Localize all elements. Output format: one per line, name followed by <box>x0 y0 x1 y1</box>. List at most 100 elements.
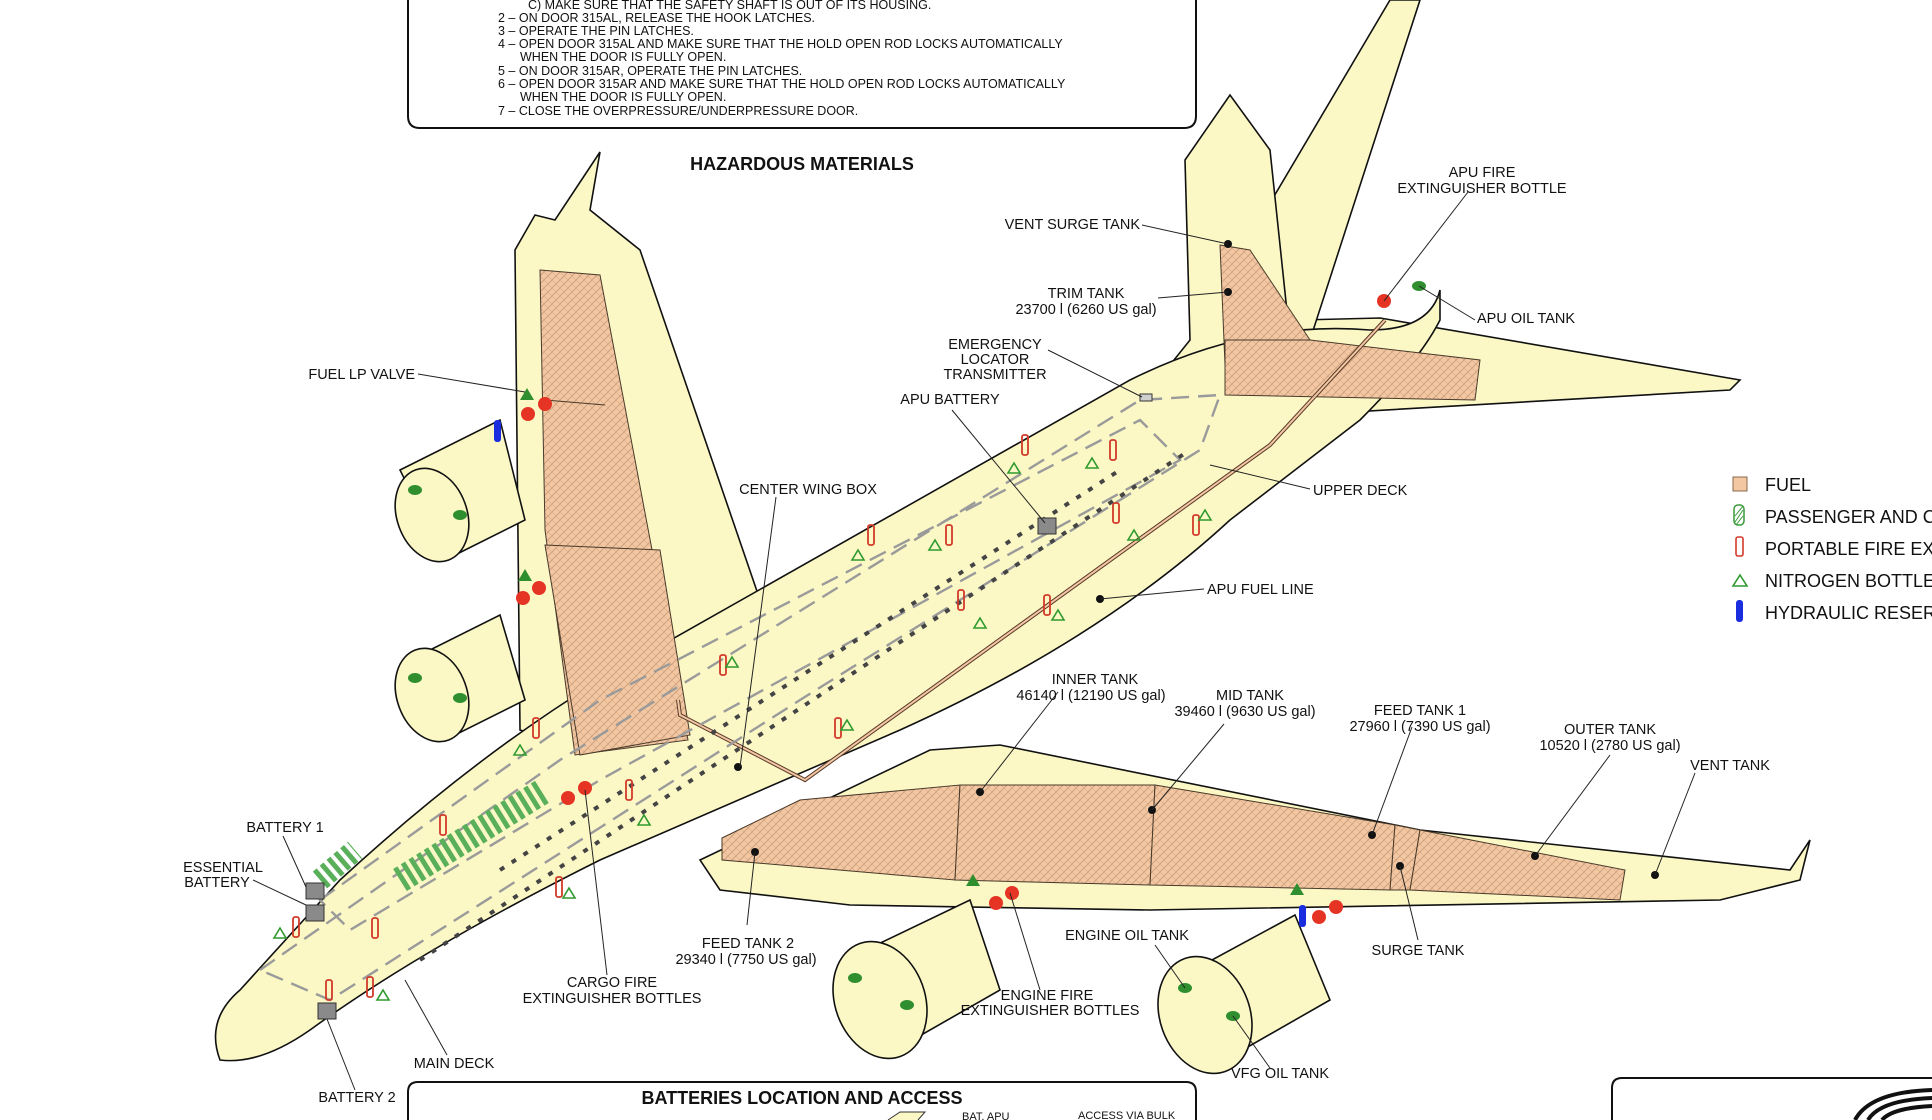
label-trim-tank: TRIM TANK <box>1048 286 1125 302</box>
label-essential-battery: ESSENTIAL <box>183 860 263 876</box>
legend-label-fuel: FUEL <box>1765 475 1811 495</box>
label-feed-tank-2-capacity: 29340 l (7750 US gal) <box>675 952 816 968</box>
label-engine-fire-extinguishers: ENGINE FIRE <box>1001 988 1094 1004</box>
label-surge-tank: SURGE TANK <box>1372 943 1465 959</box>
portable-extinguisher <box>957 589 965 611</box>
portable-extinguisher <box>555 876 563 898</box>
instruction-line: 2 – ON DOOR 315AL, RELEASE THE HOOK LATC… <box>498 11 815 25</box>
nitrogen-bottle-outline <box>850 548 866 561</box>
fire-bottle-dot <box>532 581 546 595</box>
nitrogen-bottle-outline <box>512 743 528 756</box>
hydraulic-reservoir-bar <box>1299 905 1306 927</box>
logo-swirl-icon <box>1853 1088 1932 1120</box>
leader-lines <box>252 191 1696 1091</box>
elt-box <box>1139 393 1153 402</box>
legend: FUEL PASSENGER AND CR PORTABLE FIRE EXT … <box>1731 475 1932 623</box>
label-inner-tank-capacity: 46140 l (12190 US gal) <box>1016 688 1165 704</box>
portable-extinguisher <box>366 976 374 998</box>
portable-extinguisher <box>719 654 727 676</box>
label-elt-1: EMERGENCY <box>948 337 1042 353</box>
legend-hydraulic-icon <box>1736 600 1743 622</box>
label-engine-oil-tank: ENGINE OIL TANK <box>1065 928 1189 944</box>
oil-tank-dot <box>848 973 862 983</box>
portable-extinguisher <box>1043 594 1051 616</box>
legend-fuel-swatch <box>1732 476 1748 492</box>
nitrogen-bottle-outline <box>724 655 740 668</box>
portable-extinguisher <box>867 524 875 546</box>
label-apu-oil-tank: APU OIL TANK <box>1477 311 1575 327</box>
instruction-line: WHEN THE DOOR IS FULLY OPEN. <box>520 90 726 104</box>
portable-extinguisher <box>625 779 633 801</box>
fire-bottle-dot <box>516 591 530 605</box>
portable-extinguisher <box>1109 439 1117 461</box>
instruction-line: WHEN THE DOOR IS FULLY OPEN. <box>520 50 726 64</box>
label-feed-tank-1-capacity: 27960 l (7390 US gal) <box>1349 719 1490 735</box>
instruction-line: 6 – OPEN DOOR 315AR AND MAKE SURE THAT T… <box>498 77 1066 91</box>
label-main-deck: MAIN DECK <box>414 1056 495 1072</box>
left-wing-tank-divider <box>544 399 606 406</box>
fire-bottle-dot <box>561 791 575 805</box>
label-feed-tank-1: FEED TANK 1 <box>1374 703 1466 719</box>
label-apu-fire-extinguisher-2: EXTINGUISHER BOTTLE <box>1397 181 1567 197</box>
nitrogen-bottle-outline <box>561 886 577 899</box>
label-apu-fire-extinguisher: APU FIRE <box>1449 165 1516 181</box>
legend-label-passenger-oxygen: PASSENGER AND CR <box>1765 507 1932 527</box>
engine-left-outer <box>394 418 526 563</box>
legend-label-hydraulic: HYDRAULIC RESERV <box>1765 603 1932 623</box>
bottom-panel-title: BATTERIES LOCATION AND ACCESS <box>641 1088 962 1108</box>
label-battery-2: BATTERY 2 <box>318 1090 395 1106</box>
label-cargo-fire-extinguishers: CARGO FIRE <box>567 975 658 991</box>
instructions-panel: C) MAKE SURE THAT THE SAFETY SHAFT IS OU… <box>407 0 1197 129</box>
label-cargo-fire-extinguishers-2: EXTINGUISHER BOTTLES <box>523 991 702 1007</box>
oil-tank-dot <box>408 673 422 683</box>
oil-tank-dot <box>453 693 467 703</box>
label-center-wing-box: CENTER WING BOX <box>739 482 877 498</box>
nitrogen-bottle-outline <box>839 718 855 731</box>
portable-extinguisher <box>292 916 300 938</box>
portable-extinguisher <box>945 524 953 546</box>
label-vent-surge-tank: VENT SURGE TANK <box>1005 217 1141 233</box>
fire-bottle-dot <box>1312 910 1326 924</box>
engine-right-inner <box>832 898 1001 1060</box>
legend-label-portable-extinguisher: PORTABLE FIRE EXT <box>1765 539 1932 559</box>
label-mid-tank-capacity: 39460 l (9630 US gal) <box>1174 704 1315 720</box>
portable-extinguisher <box>325 979 333 1001</box>
nitrogen-bottle-outline <box>272 926 288 939</box>
label-fuel-lp-valve: FUEL LP VALVE <box>308 367 415 383</box>
passenger-oxygen-bottle-group <box>312 778 552 892</box>
portable-extinguisher <box>371 917 379 939</box>
instruction-line: 7 – CLOSE THE OVERPRESSURE/UNDERPRESSURE… <box>498 104 858 118</box>
inner-tank <box>954 784 1156 886</box>
label-upper-deck: UPPER DECK <box>1313 483 1408 499</box>
nitrogen-bottle-outline <box>1126 528 1142 541</box>
portable-extinguisher <box>532 717 540 739</box>
nitrogen-bottle-outline <box>1050 608 1066 621</box>
trim-tank-horizontal <box>1224 339 1481 401</box>
aircraft-drawing <box>214 0 1811 1075</box>
battery-box <box>317 1002 337 1020</box>
fire-bottle-dot <box>1005 886 1019 900</box>
label-feed-tank-2: FEED TANK 2 <box>702 936 794 952</box>
label-battery-1: BATTERY 1 <box>246 820 323 836</box>
label-apu-battery: APU BATTERY <box>900 392 1000 408</box>
instruction-line: 3 – OPERATE THE PIN LATCHES. <box>498 24 694 38</box>
nitrogen-bottle-outline <box>972 616 988 629</box>
main-deck-outline <box>257 393 1222 1002</box>
fire-bottle-dot <box>578 781 592 795</box>
nitrogen-bottle-marker <box>518 569 532 581</box>
oil-tank-dot <box>408 485 422 495</box>
section-title: HAZARDOUS MATERIALS <box>690 154 914 174</box>
label-inner-tank: INNER TANK <box>1052 672 1139 688</box>
bottom-panel-fragment: BAT. APU <box>962 1111 1010 1120</box>
bottom-right-panel <box>1611 1077 1932 1120</box>
label-apu-fuel-line: APU FUEL LINE <box>1207 582 1314 598</box>
battery-box <box>305 882 325 900</box>
instruction-line: C) MAKE SURE THAT THE SAFETY SHAFT IS OU… <box>528 0 931 12</box>
nitrogen-bottle-outline <box>1084 456 1100 469</box>
portable-extinguisher <box>439 814 447 836</box>
fire-bottle-dot <box>1329 900 1343 914</box>
instruction-line: 4 – OPEN DOOR 315AL AND MAKE SURE THAT T… <box>498 37 1063 51</box>
instruction-line: 5 – ON DOOR 315AR, OPERATE THE PIN LATCH… <box>498 64 802 78</box>
label-elt-2: LOCATOR <box>961 352 1030 368</box>
